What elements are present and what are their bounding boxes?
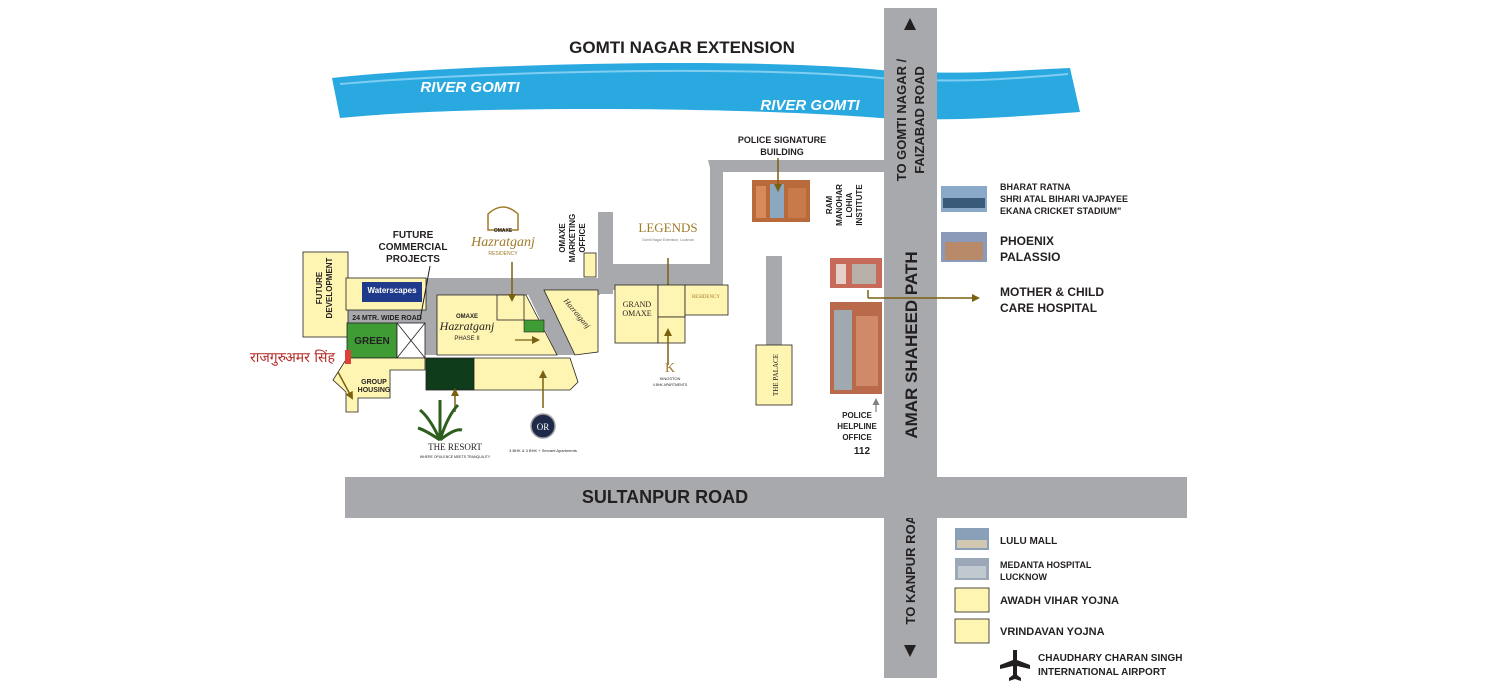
amar-shaheed-path-label: AMAR SHAHEED PATH	[902, 251, 921, 438]
stadium-label-2: SHRI ATAL BIHARI VAJPAYEE	[1000, 194, 1128, 204]
omaxe-office-label-1: OMAXE	[558, 223, 567, 253]
grand-omaxe-logo-1: GRAND	[623, 300, 652, 309]
phoenix-label-1: PHOENIX	[1000, 234, 1054, 248]
hazratganj-residency-logo: Hazratganj	[470, 235, 535, 250]
mother-child-label-1: MOTHER & CHILD	[1000, 285, 1104, 299]
royale-plot	[473, 357, 579, 391]
police-signature-label-1: POLICE SIGNATURE	[738, 135, 826, 145]
legend-right: BHARAT RATNA SHRI ATAL BIHARI VAJPAYEE E…	[941, 182, 1128, 264]
resort-plot	[425, 357, 475, 391]
future-dev-label-1: FUTURE	[315, 271, 324, 304]
stadium-label-1: BHARAT RATNA	[1000, 182, 1071, 192]
green-label: GREEN	[354, 336, 390, 347]
kingston-letter: K	[665, 361, 675, 376]
group-housing-label-2: HOUSING	[358, 387, 391, 394]
palace-logo: THE PALACE	[772, 354, 780, 396]
vrindavan-label: VRINDAVAN YOJNA	[1000, 626, 1105, 638]
omaxe-office-label-3: OFFICE	[578, 223, 587, 253]
wide-road-strip	[346, 310, 428, 323]
group-housing-label-1: GROUP	[361, 379, 387, 386]
police-helpline-number: 112	[854, 446, 871, 457]
omaxe-office-label-2: MARKETING	[568, 214, 577, 262]
rml-label-1: RAM	[825, 196, 834, 215]
royale-letters: OR	[537, 422, 550, 432]
grand-omaxe-sub-plot-1	[657, 284, 686, 318]
arrow-up-icon	[904, 18, 916, 30]
omaxe-marketing-office-plot	[583, 252, 597, 278]
rml-label-4: INSTITUTE	[855, 184, 864, 226]
arrow-down-icon	[904, 645, 916, 657]
residency-plot	[684, 284, 729, 316]
lulu-mall-label: LULU MALL	[1000, 536, 1057, 547]
kingston-sub: 4 BHK APARTMENTS	[653, 383, 688, 387]
palace-plot	[755, 344, 793, 406]
river-label-left: RIVER GOMTI	[420, 79, 520, 96]
future-commercial-label-1: FUTURE	[393, 230, 434, 241]
police-helpline-label-1: POLICE	[842, 411, 872, 420]
residency-box-logo: RESIDENCY	[692, 295, 720, 300]
legends-sub: Gomti Nagar Extension, Lucknow	[642, 238, 694, 242]
awadh-vihar-label: AWADH VIHAR YOJNA	[1000, 595, 1119, 607]
amar-shaheed-path-road	[884, 8, 937, 678]
logo-color-bars	[345, 350, 351, 364]
police-helpline-label-2: HELPLINE	[837, 422, 877, 431]
resort-logo: THE RESORT	[428, 442, 482, 452]
resort-sub: WHERE OPULENCE MEETS TRANQUILITY	[420, 455, 491, 459]
rml-label-3: LOHIA	[845, 192, 854, 217]
phase2-omaxe-small: OMAXE	[456, 314, 478, 320]
left-road-vertical	[425, 285, 437, 355]
airport-label-2: INTERNATIONAL AIRPORT	[1038, 667, 1166, 678]
police-signature-label-2: BUILDING	[760, 147, 804, 157]
residency-omaxe-small: OMAXE	[494, 228, 513, 234]
vrindavan-swatch	[954, 618, 990, 644]
hazratganj-phase2-logo: Hazratganj	[439, 319, 495, 333]
palm-leaf-icon	[417, 400, 463, 442]
amar-singh-logo: अमर सिंह	[285, 349, 335, 366]
map-title: GOMTI NAGAR EXTENSION	[569, 38, 795, 57]
grand-omaxe-logo-2: OMAXE	[622, 309, 651, 318]
future-commercial-label-3: PROJECTS	[386, 254, 440, 265]
sultanpur-road-label: SULTANPUR ROAD	[582, 487, 748, 507]
green-strip	[523, 319, 545, 333]
medanta-label-1: MEDANTA HOSPITAL	[1000, 560, 1092, 570]
airplane-icon	[1000, 650, 1030, 681]
royale-emblem-icon	[530, 413, 556, 439]
royale-sub: 3 BHK & 3 BHK + Servant Apartments	[509, 448, 577, 453]
police-helpline-label-3: OFFICE	[842, 433, 872, 442]
to-gomti-nagar-line2: FAIZABAD ROAD	[912, 66, 927, 174]
stadium-label-3: EKANA CRICKET STADIUM"	[1000, 206, 1121, 216]
svg-text:Waterscapes: Waterscapes	[367, 286, 417, 295]
hazratganj-residency-sub: RESIDENCY	[488, 251, 518, 257]
river-highlight	[339, 69, 1069, 85]
legends-logo: LEGENDS	[638, 220, 697, 235]
medanta-label-2: LUCKNOW	[1000, 572, 1047, 582]
rajguru-logo: राजगुरु	[250, 350, 287, 366]
river-label-right: RIVER GOMTI	[760, 97, 860, 114]
awadh-vihar-swatch	[954, 587, 990, 613]
hazratganj-diag-plot	[543, 289, 599, 356]
to-gomti-nagar-line1: TO GOMTI NAGAR /	[894, 58, 909, 181]
hazratganj-phase2-sub: PHASE II	[454, 336, 480, 342]
sultanpur-road	[345, 477, 1187, 518]
phoenix-label-2: PALASSIO	[1000, 250, 1060, 264]
wide-road-label: 24 MTR. WIDE ROAD	[352, 315, 422, 322]
grand-omaxe-sub-plot-2	[657, 316, 686, 344]
airport-label-1: CHAUDHARY CHARAN SINGH	[1038, 653, 1182, 664]
legend-bottom: LULU MALL MEDANTA HOSPITAL LUCKNOW AWADH…	[954, 528, 1182, 681]
rml-label-2: MANOHAR	[835, 184, 844, 226]
group-housing-plot	[332, 357, 426, 413]
mother-child-label-2: CARE HOSPITAL	[1000, 301, 1097, 315]
kingston-logo: KINGSTON	[660, 376, 681, 381]
omaxe-road-vertical	[598, 212, 613, 294]
future-commercial-label-2: COMMERCIAL	[379, 242, 448, 253]
diagonal-road	[526, 290, 575, 355]
connector-road	[598, 160, 886, 290]
hazratganj-residency-arch-icon	[487, 206, 519, 231]
future-dev-label-2: DEVELOPMENT	[325, 257, 334, 318]
to-kanpur-road-label: TO KANPUR ROAD	[903, 506, 918, 625]
